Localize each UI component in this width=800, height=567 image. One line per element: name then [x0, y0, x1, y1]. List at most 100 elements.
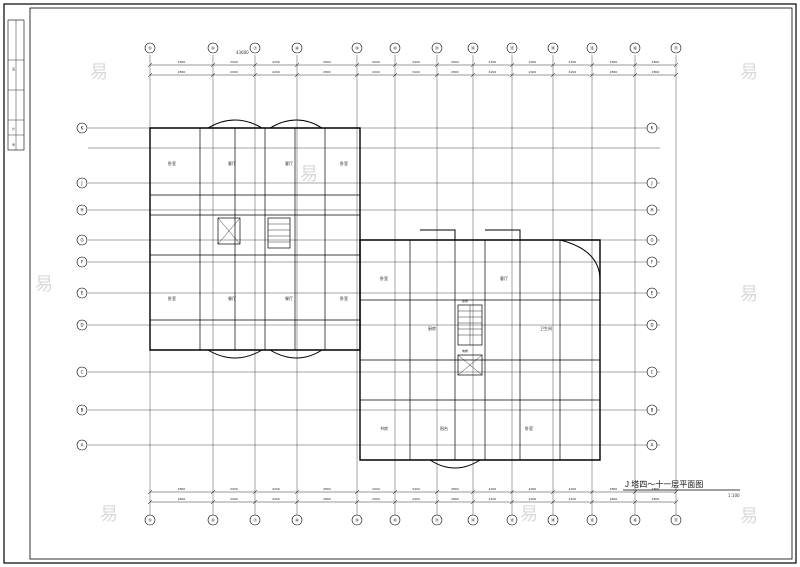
room-label-bedroom-1: 卧室: [168, 160, 176, 166]
dimension-label: 2000: [230, 60, 238, 64]
title-block-cell-2: 计: [12, 126, 15, 131]
axis-label: D: [650, 323, 653, 328]
axis-bubble: [76, 234, 88, 246]
axis-bubble: [291, 514, 303, 526]
watermark-glyph: 易: [35, 274, 53, 295]
title-block-cell-1: 设: [12, 66, 15, 71]
title-block-strip: 设 计 号: [7, 19, 25, 151]
room-label-kitchen: 厨房: [428, 325, 436, 331]
room-label-dining-2: 餐厅: [285, 295, 293, 301]
room-label-stair: 楼梯: [462, 298, 468, 303]
axis-label: ⑫: [471, 517, 475, 523]
grid-lines: [88, 55, 677, 525]
axis-bubble: [389, 514, 401, 526]
axis-label: ⑨: [355, 46, 359, 51]
axis-bubble: [351, 514, 363, 526]
dimension-label: 2800: [178, 497, 186, 501]
dimension-label: 2800: [652, 60, 660, 64]
axis-label: H: [80, 208, 83, 213]
axis-bubble: [291, 42, 303, 54]
watermark-glyph: 易: [520, 504, 538, 525]
axis-label: ⑰: [674, 45, 678, 51]
axis-bubble: [646, 256, 658, 268]
dimension-label: 2000: [230, 497, 238, 501]
axis-bubble: [76, 319, 88, 331]
axis-bubble: [76, 177, 88, 189]
axis-bubble: [144, 42, 156, 54]
dimension-label: 2800: [178, 487, 186, 491]
dimension-label: 2800: [451, 487, 459, 491]
axis-label: F: [81, 260, 84, 265]
dimension-label: 3400: [412, 60, 420, 64]
axis-label: ⑦: [253, 46, 257, 51]
axis-bubble: [646, 122, 658, 134]
drawing-title: J 塔四～十一层平面图 1:100: [623, 479, 740, 498]
title-block-cell-3: 号: [12, 142, 15, 147]
room-label-bedroom-5: 卧室: [380, 275, 388, 281]
room-label-dining-1: 餐厅: [228, 295, 236, 301]
room-label-bedroom-4: 卧室: [340, 295, 348, 301]
sheet-border: [3, 3, 797, 564]
building-walls: [149, 119, 601, 469]
axis-bubble: [586, 42, 598, 54]
total-width-label: 43600: [236, 50, 249, 55]
axis-label: J: [650, 181, 652, 186]
axis-label: E: [651, 291, 654, 296]
axis-bubble: [467, 42, 479, 54]
axis-label: ⑭: [551, 45, 555, 51]
axis-label: ⑥: [211, 518, 215, 523]
dimension-label: 2800: [451, 497, 459, 501]
axis-label: ⑬: [510, 517, 514, 523]
watermark-glyph: 易: [740, 62, 758, 83]
watermark-glyph: 易: [740, 506, 758, 527]
axis-bubble: [76, 287, 88, 299]
dimension-label: 4200: [272, 497, 280, 501]
dimension-label: 2800: [323, 60, 331, 64]
axis-label: A: [81, 443, 84, 448]
axis-label: D: [80, 323, 83, 328]
dimension-label: 2800: [652, 497, 660, 501]
dimension-label: 2000: [372, 70, 380, 74]
axis-label: ⑫: [471, 45, 475, 51]
dimension-label: 4200: [272, 487, 280, 491]
axis-bubble: [506, 514, 518, 526]
axis-bubble: [207, 42, 219, 54]
dimension-label: 4200: [272, 70, 280, 74]
dimension-label: 2800: [652, 70, 660, 74]
dimension-label: 2800: [178, 60, 186, 64]
axis-label: ⑬: [510, 45, 514, 51]
axis-label: ⑮: [590, 517, 594, 523]
room-label-study: 书房: [380, 425, 388, 431]
room-label-elevator: 电梯: [462, 348, 468, 353]
drawing-title-text: J 塔四～十一层平面图: [625, 479, 703, 489]
drawing-scale: 1:100: [728, 493, 740, 498]
watermark-glyph: 易: [100, 504, 118, 525]
dimension-label: 2000: [372, 60, 380, 64]
axis-label: ⑭: [551, 517, 555, 523]
dimension-lines: 2800 2000 4200 2800 2000 3400 2800 4200 2000 4200…: [147, 60, 679, 505]
dimension-label: 3400: [412, 497, 420, 501]
dimension-label: 2000: [230, 70, 238, 74]
axis-label: ⑤: [148, 46, 152, 51]
room-label-bedroom-2: 卧室: [340, 160, 348, 166]
axis-label: ⑩: [393, 46, 397, 51]
axis-bubble: [547, 514, 559, 526]
axis-bubble: [76, 122, 88, 134]
axis-bubble: [76, 404, 88, 416]
axis-label: ⑪: [435, 45, 439, 51]
dimension-label: 4200: [489, 70, 497, 74]
axis-label: ⑪: [435, 517, 439, 523]
axis-label: F: [651, 260, 654, 265]
axis-label: G: [80, 238, 83, 243]
axis-bubble: [431, 514, 443, 526]
dimension-label: 4200: [489, 497, 497, 501]
axis-bubble: [431, 42, 443, 54]
axis-bubble: [144, 514, 156, 526]
dimension-label: 2800: [451, 60, 459, 64]
dimension-label: 2000: [529, 60, 537, 64]
axis-label: ⑯: [633, 517, 637, 523]
axis-bubble: [646, 234, 658, 246]
